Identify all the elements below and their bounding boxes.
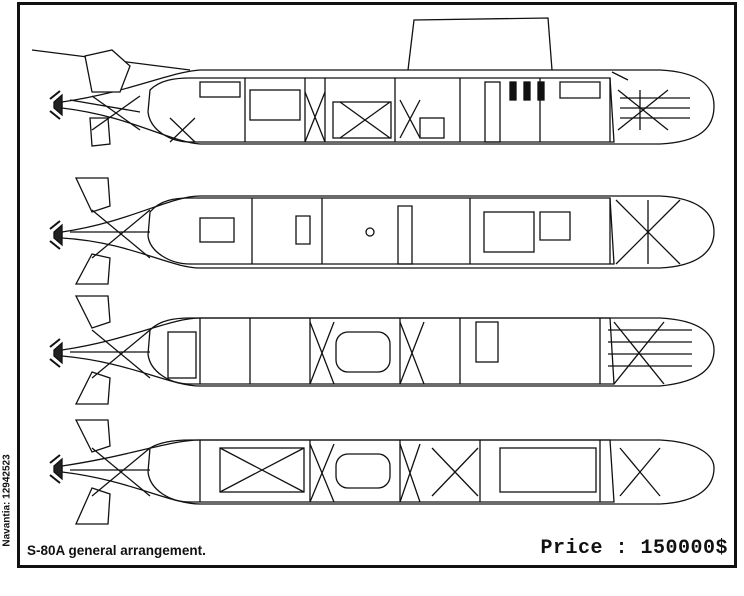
price-label: Price : 150000$	[540, 537, 728, 560]
profile-view	[31, 17, 715, 147]
image-credit: Navantia: 12942523	[1, 454, 13, 547]
deck-plan-middle	[49, 295, 715, 405]
submarine-general-arrangement-drawing	[31, 17, 715, 525]
deck-plan-lower	[49, 419, 715, 525]
deck-plan-upper	[49, 177, 715, 285]
figure-caption: S-80A general arrangement.	[27, 543, 206, 558]
